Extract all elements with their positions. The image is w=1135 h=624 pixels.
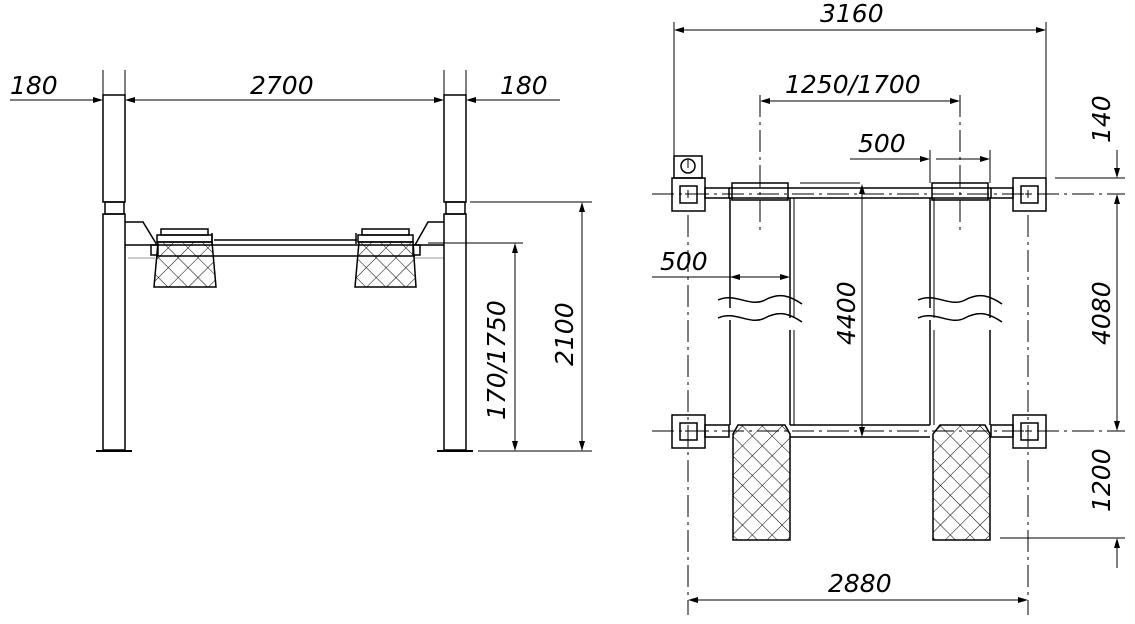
dim-line-post-spacing-width [688,597,1028,603]
post-top-left [671,155,706,212]
dim-lift-range: 170/1750 [482,300,511,420]
dim-lines-right-vertical [1000,150,1125,568]
left-carriage-bracket [125,221,159,246]
right-track [917,198,1003,541]
dim-post-width-right: 180 [500,71,548,100]
front-top-dimension [10,70,560,103]
top-view: 3160 1250/1700 500 500 [652,0,1125,615]
dim-track-spacing: 1250/1700 [785,70,921,99]
dim-post-spacing-length: 4080 [1087,281,1116,345]
left-post [96,94,132,452]
dim-ramp-length: 1200 [1087,448,1116,512]
dim-top-offset: 140 [1087,95,1116,143]
dim-span: 2700 [250,71,314,100]
bottom-cross-beam [790,424,930,438]
dim-overall-width: 3160 [820,0,884,28]
top-cross-beam [729,182,991,201]
dim-track-width-left: 500 [660,247,708,276]
dim-line-overall-width [673,22,1047,178]
dim-runway-length: 4400 [832,281,861,345]
right-post [437,94,473,452]
right-carriage-bracket [413,221,444,246]
dim-line-track-spacing [760,98,960,104]
front-view: 180 2700 180 170/1750 2100 [10,70,592,452]
beam-connectors [704,187,1014,438]
right-runway [354,228,421,288]
dim-line-runway-length [859,184,865,437]
dim-line-track-width-top [850,150,991,183]
dim-line-track-width-left [652,274,790,280]
centerlines [652,95,1125,615]
front-height-dimensions [428,201,592,452]
dim-post-spacing-width: 2880 [828,569,892,598]
dim-total-height: 2100 [550,302,579,366]
dim-track-width-top: 500 [858,129,906,158]
left-runway [150,228,217,288]
left-track [717,198,803,541]
dim-post-width-left: 180 [10,71,58,100]
